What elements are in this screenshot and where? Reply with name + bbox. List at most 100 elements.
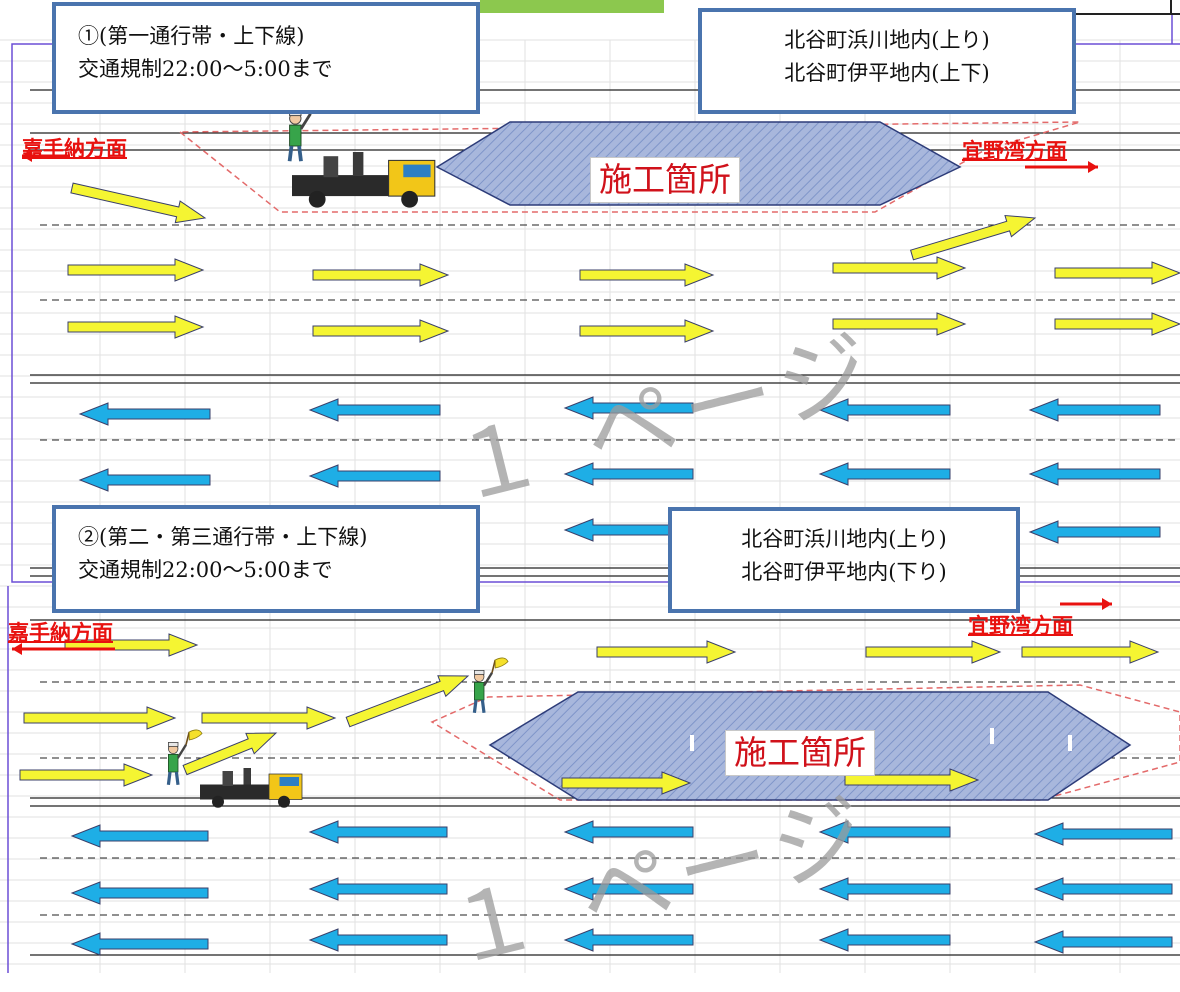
eastbound-arrow [832, 256, 967, 280]
westbound-arrow [563, 462, 694, 486]
callout-regulation-2: ②(第二・第三通行帯・上下線) 交通規制22:00〜5:00まで [52, 505, 480, 613]
truck-crane-base [323, 156, 339, 178]
direction-arrows [12, 150, 1112, 655]
westbound-arrow [818, 877, 951, 901]
location-1-line-1: 北谷町浜川地内(上り) [784, 28, 990, 52]
westbound-arrow [563, 928, 694, 952]
westbound-arrow [78, 468, 211, 492]
truck-wheel [278, 795, 290, 808]
westbound-arrow [818, 820, 951, 844]
westbound-arrow [308, 398, 441, 422]
westbound-arrow [70, 932, 209, 956]
eastbound-arrow [579, 263, 715, 287]
westbound-arrow [1028, 462, 1161, 486]
flag [188, 729, 203, 741]
direction-kadena-2: 嘉手納方面 [8, 621, 113, 645]
eastbound-arrow [561, 771, 692, 795]
truck-wheel [308, 190, 326, 208]
cone-marker [690, 735, 694, 751]
eastbound-arrow [23, 706, 177, 730]
westbound-arrow [563, 877, 694, 901]
truck-wheel [401, 190, 418, 208]
worker-helmet [474, 670, 485, 675]
flag-pole [491, 659, 496, 673]
flag-worker-icon [472, 657, 509, 713]
callout-location-2: 北谷町浜川地内(上り) 北谷町伊平地内(下り) [668, 507, 1020, 613]
eastbound-arrow [312, 263, 450, 287]
westbound-arrow [818, 928, 951, 952]
location-2-line-2: 北谷町伊平地内(下り) [741, 560, 947, 584]
westbound-arrow [308, 877, 448, 901]
eastbound-arrow [67, 315, 205, 339]
eastbound-arrow [1054, 312, 1180, 336]
header-rule-edge [1170, 0, 1172, 15]
truck-crane-base [222, 771, 233, 786]
truck-crane-arm [243, 768, 251, 785]
truck-window [403, 164, 431, 178]
direction-kadena-1: 嘉手納方面 [22, 137, 127, 161]
westbound-arrow [1033, 822, 1173, 846]
eastbound-arrow [1054, 261, 1180, 285]
westbound-arrow [1028, 398, 1161, 422]
westbound-arrow [308, 820, 448, 844]
worker-vest [168, 754, 179, 773]
callout-2-line-2: 交通規制22:00〜5:00まで [78, 558, 333, 582]
worker-leg [166, 771, 172, 785]
eastbound-arrow [1021, 640, 1160, 664]
traffic-arrows [19, 182, 1180, 956]
flag-worker-icon [166, 729, 203, 785]
westbound-arrow [70, 824, 209, 848]
eastbound-arrow [596, 640, 737, 664]
westbound-arrow [1028, 520, 1161, 544]
worker-leg [472, 699, 478, 713]
location-2-line-1: 北谷町浜川地内(上り) [741, 527, 947, 551]
westbound-arrow [818, 462, 951, 486]
truck-bed [292, 175, 389, 197]
westbound-arrow [1033, 930, 1173, 954]
cone-marker [990, 728, 994, 744]
eastbound-arrow [19, 763, 154, 787]
westbound-arrow [563, 820, 694, 844]
callout-2-line-1: ②(第二・第三通行帯・上下線) [78, 525, 368, 549]
westbound-arrow [818, 398, 951, 422]
truck-window [279, 777, 299, 786]
eastbound-arrow [67, 258, 205, 282]
location-1-line-2: 北谷町伊平地内(上下) [784, 61, 990, 85]
eastbound-arrow [865, 640, 1002, 664]
eastbound-arrow [345, 675, 470, 728]
callout-location-1: 北谷町浜川地内(上り) 北谷町伊平地内(上下) [698, 8, 1076, 114]
direction-ginowan-2: 宜野湾方面 [968, 614, 1073, 638]
truck-bed [200, 784, 269, 800]
eastbound-arrow [182, 732, 278, 776]
truck-wheel [212, 795, 224, 808]
worker-leg [297, 145, 303, 162]
work-site-label-2: 施工箇所 [725, 730, 875, 776]
worker-vest [289, 124, 302, 147]
flag [494, 657, 509, 669]
westbound-arrow [308, 928, 448, 952]
worker-vest [474, 682, 485, 701]
flag-pole [185, 731, 190, 745]
header-tab [480, 0, 664, 13]
eastbound-arrow [201, 706, 337, 730]
eastbound-arrow [579, 319, 715, 343]
ginowan-arrow-1-head [1088, 161, 1098, 173]
callout-1-line-2: 交通規制22:00〜5:00まで [78, 57, 333, 81]
work-trucks [200, 152, 436, 808]
kadena-arrow-2-head [12, 643, 22, 655]
westbound-arrow [70, 881, 209, 905]
westbound-arrow [78, 402, 211, 426]
cone-marker [1068, 735, 1072, 751]
work-truck-icon [292, 152, 436, 208]
truck-crane-arm [352, 152, 364, 176]
worker-arm [482, 672, 494, 687]
work-truck-icon [200, 768, 303, 808]
work-site-label-1: 施工箇所 [590, 157, 740, 203]
callout-1-line-1: ①(第一通行帯・上下線) [78, 24, 305, 48]
worker-leg [287, 145, 294, 162]
eastbound-arrow [64, 633, 199, 657]
westbound-arrow [1033, 877, 1173, 901]
worker-leg [480, 699, 486, 713]
flag-workers [166, 95, 509, 785]
